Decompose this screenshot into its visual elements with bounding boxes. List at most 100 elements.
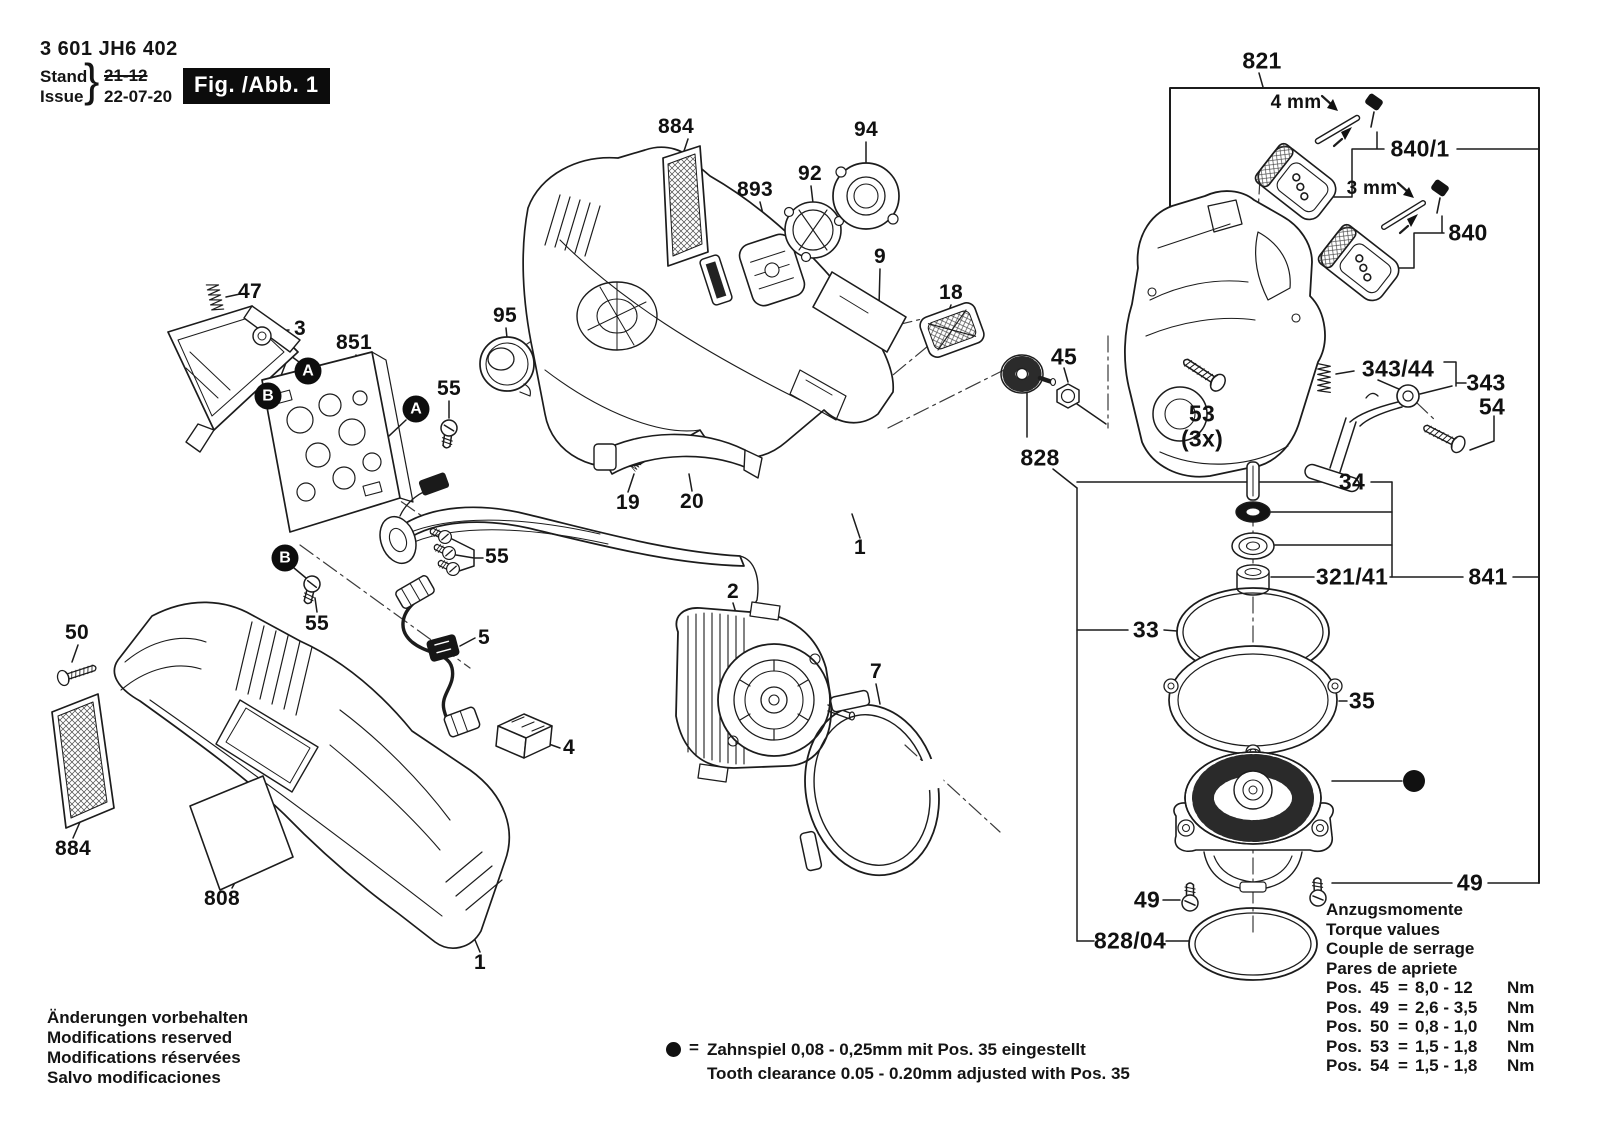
callout-5: 5 [478, 626, 490, 649]
figure-label: Fig. /Abb. 1 [183, 68, 330, 104]
part-851-electronics-drawing [261, 351, 414, 533]
notice-de: Änderungen vorbehalten [47, 1008, 249, 1027]
part-bearing-drawing [1231, 532, 1275, 560]
part-893-module-drawing [699, 233, 806, 307]
part-seal-drawing [1235, 501, 1271, 523]
part-45-nut-drawing [1056, 383, 1080, 409]
part-1-lower-housing-drawing [113, 601, 511, 949]
callout-92: 92 [798, 162, 822, 185]
torque-title-de: Anzugsmomente [1326, 900, 1463, 919]
part-49-screw-right-drawing [1308, 876, 1328, 908]
part-47-spring-drawing [205, 281, 225, 313]
part-343-44-spring-drawing [1317, 362, 1331, 394]
clearance-note-de: Zahnspiel 0,08 - 0,25mm mit Pos. 35 eing… [706, 1040, 1086, 1059]
part-3-switch-drawing [167, 305, 301, 453]
callout-321-41: 321/41 [1315, 563, 1389, 590]
part-94-bearing-flange-drawing [832, 162, 900, 230]
part-884-top-grille-drawing [662, 145, 709, 267]
part-gear-assembly-drawing [1173, 748, 1334, 893]
part-55-screw-a-drawing [437, 418, 459, 450]
tooth-clearance-marker-dot [1403, 770, 1425, 792]
callout-828-04: 828/04 [1093, 927, 1167, 954]
callout-55-harness: 55 [485, 545, 509, 568]
callout-2: 2 [727, 580, 739, 603]
callout-343: 343 [1466, 369, 1506, 396]
part-34-pin-drawing [1246, 461, 1260, 501]
callout-343-44: 343/44 [1361, 355, 1435, 382]
part-5-cable-drawing [395, 575, 481, 738]
callout-884-top: 884 [658, 115, 694, 138]
callout-45: 45 [1050, 343, 1078, 370]
callout-840: 840 [1448, 219, 1488, 246]
issue-date-new: 22-07-20 [104, 87, 173, 106]
ref-circle-a-1: A [294, 357, 322, 385]
part-92-baffle-drawing [783, 201, 845, 263]
callout-20: 20 [680, 490, 704, 513]
part-18-grille-drawing [919, 302, 985, 358]
part-20-strap-drawing [593, 433, 763, 479]
part-343-lever-drawing [1304, 384, 1420, 493]
part-4-connector-drawing [495, 713, 553, 759]
callout-851: 851 [336, 331, 372, 354]
callout-55-housing: 55 [305, 612, 329, 635]
stand-label: Stand [40, 67, 88, 86]
callout-841: 841 [1468, 563, 1508, 590]
callout-821: 821 [1242, 47, 1282, 74]
part-55-screw-b-drawing [298, 573, 323, 607]
stand-issue-brace: } [84, 54, 100, 106]
tooth-clearance-note: = Zahnspiel 0,08 - 0,25mm mit Pos. 35 ei… [666, 1038, 1130, 1086]
callout-53: 53 [1188, 400, 1216, 427]
part-1-upper-housing-drawing [522, 146, 895, 469]
callout-1-top: 1 [854, 536, 866, 559]
callout-47: 47 [238, 280, 262, 303]
callout-54: 54 [1478, 393, 1506, 420]
callout-49-left: 49 [1133, 886, 1161, 913]
callout-9: 9 [874, 245, 886, 268]
part-808-label-plate-drawing [189, 775, 294, 891]
issue-date-old: 21-12 [104, 66, 148, 85]
notice-es: Salvo modificaciones [47, 1068, 221, 1087]
qty-53: (3x) [1180, 425, 1224, 452]
callout-33: 33 [1132, 616, 1160, 643]
part-50-screw-drawing [55, 659, 99, 688]
callout-55-pcb: 55 [437, 377, 461, 400]
callout-19: 19 [616, 491, 640, 514]
part-7-clamp-ring-drawing [799, 689, 945, 877]
callout-884-bottom: 884 [55, 837, 91, 860]
callout-828: 828 [1020, 444, 1060, 471]
pin-size-3mm: 3 mm [1346, 178, 1398, 199]
part-321-41-sleeve-drawing [1236, 564, 1270, 596]
callout-840-1: 840/1 [1390, 135, 1450, 162]
ref-circle-a-2: A [402, 395, 430, 423]
torque-title-es: Pares de apriete [1326, 958, 1458, 978]
torque-title-en: Torque values [1326, 919, 1440, 939]
part-840-slider-drawing [1315, 221, 1405, 307]
callout-95: 95 [493, 304, 517, 327]
part-49-screw-left-drawing [1181, 882, 1199, 912]
callout-35: 35 [1348, 687, 1376, 714]
callout-34: 34 [1338, 468, 1366, 495]
callout-893: 893 [737, 178, 773, 201]
clearance-note-en: Tooth clearance 0.05 - 0.20mm adjusted w… [706, 1064, 1130, 1083]
part-54-screw-drawing [1419, 418, 1469, 456]
part-821-gear-housing-drawing [1124, 190, 1326, 478]
pin-3mm-drawing [1381, 179, 1449, 235]
tooth-clearance-dot [666, 1042, 681, 1057]
callout-94: 94 [854, 118, 878, 141]
callout-49-right: 49 [1456, 869, 1484, 896]
modification-notices: Änderungen vorbehalten Modifications res… [47, 1008, 248, 1088]
part-2-motor-drawing [675, 601, 856, 783]
callout-808: 808 [204, 887, 240, 910]
ref-circle-b-2: B [271, 544, 299, 572]
tooth-clearance-eq: = [689, 1038, 699, 1057]
callout-18: 18 [939, 281, 963, 304]
torque-title-fr: Couple de serrage [1326, 939, 1475, 958]
callout-3: 3 [294, 317, 306, 340]
notice-en: Modifications reserved [47, 1028, 233, 1047]
issue-label: Issue [40, 87, 84, 106]
